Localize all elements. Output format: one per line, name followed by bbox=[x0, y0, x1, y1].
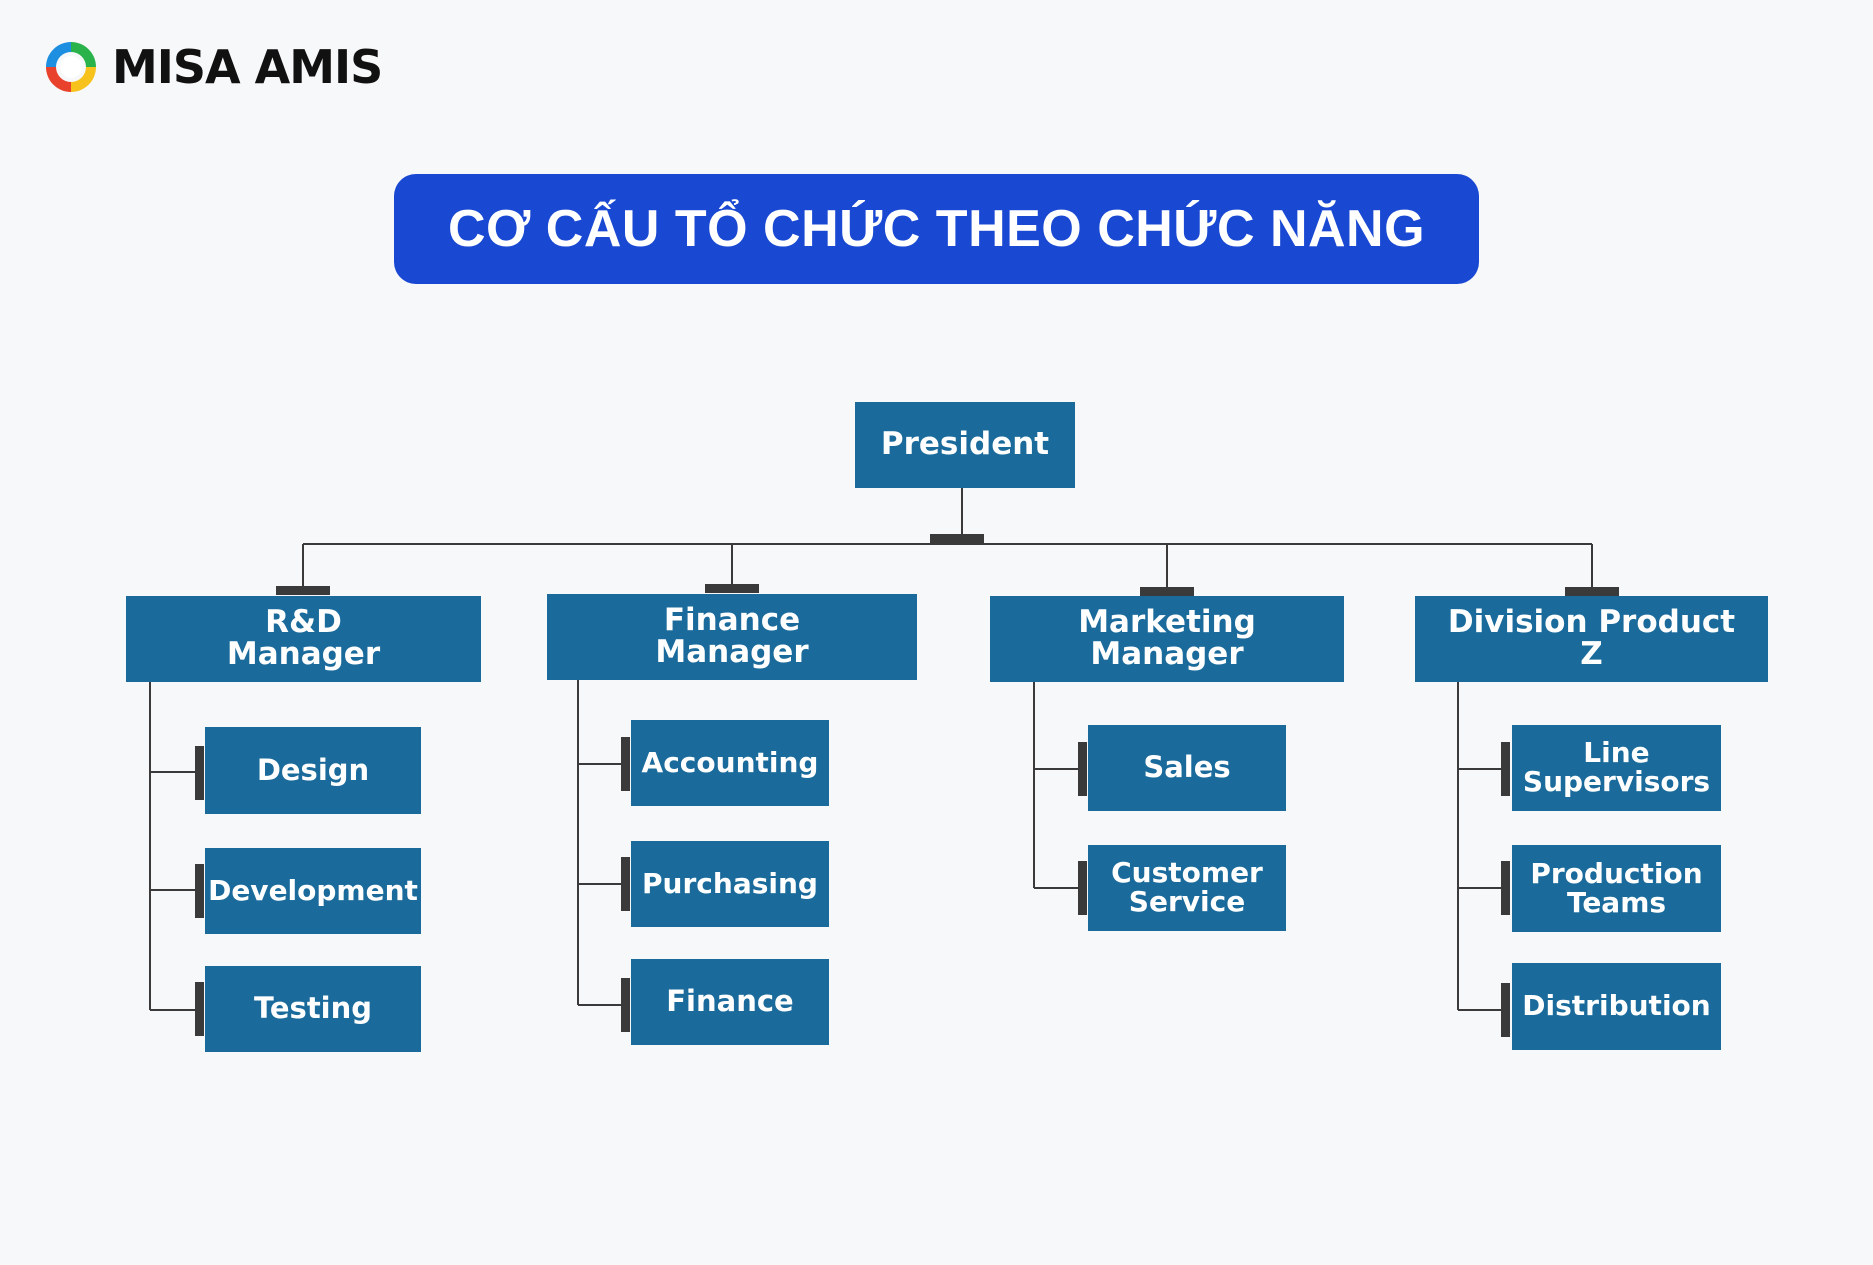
org-box-label: Division Product Z bbox=[1447, 604, 1736, 672]
org-box-president: President bbox=[855, 402, 1075, 488]
title-banner: CƠ CẤU TỔ CHỨC THEO CHỨC NĂNG bbox=[394, 174, 1479, 284]
misa-amis-logo-icon bbox=[46, 42, 96, 92]
org-box-label: Customer Service bbox=[1111, 856, 1263, 918]
org-box-rd-manager: R&D Manager bbox=[126, 596, 481, 682]
org-box-finance-manager: Finance Manager bbox=[547, 594, 917, 680]
org-box-label: Line Supervisors bbox=[1522, 736, 1711, 798]
org-box-line-supervisors: Line Supervisors bbox=[1512, 725, 1721, 811]
org-box-customer-service: Customer Service bbox=[1088, 845, 1286, 931]
org-box-finance: Finance bbox=[631, 959, 829, 1045]
org-box-label: R&D Manager bbox=[226, 604, 381, 672]
org-box-design: Design bbox=[205, 727, 421, 814]
org-box-marketing-manager: Marketing Manager bbox=[990, 596, 1344, 682]
org-box-label: Finance Manager bbox=[655, 602, 809, 670]
org-box-division-product-z: Division Product Z bbox=[1415, 596, 1768, 682]
org-box-sales: Sales bbox=[1088, 725, 1286, 811]
org-box-accounting: Accounting bbox=[631, 720, 829, 806]
org-box-development: Development bbox=[205, 848, 421, 934]
org-box-distribution: Distribution bbox=[1512, 963, 1721, 1050]
org-box-production-teams: Production Teams bbox=[1512, 845, 1721, 932]
org-box-testing: Testing bbox=[205, 966, 421, 1052]
logo-text: MISA AMIS bbox=[112, 40, 383, 94]
brand-logo: MISA AMIS bbox=[42, 38, 383, 96]
page-title: CƠ CẤU TỔ CHỨC THEO CHỨC NĂNG bbox=[447, 200, 1426, 258]
org-box-label: Production Teams bbox=[1530, 856, 1703, 919]
org-box-purchasing: Purchasing bbox=[631, 841, 829, 927]
org-box-label: Marketing Manager bbox=[1078, 604, 1256, 672]
